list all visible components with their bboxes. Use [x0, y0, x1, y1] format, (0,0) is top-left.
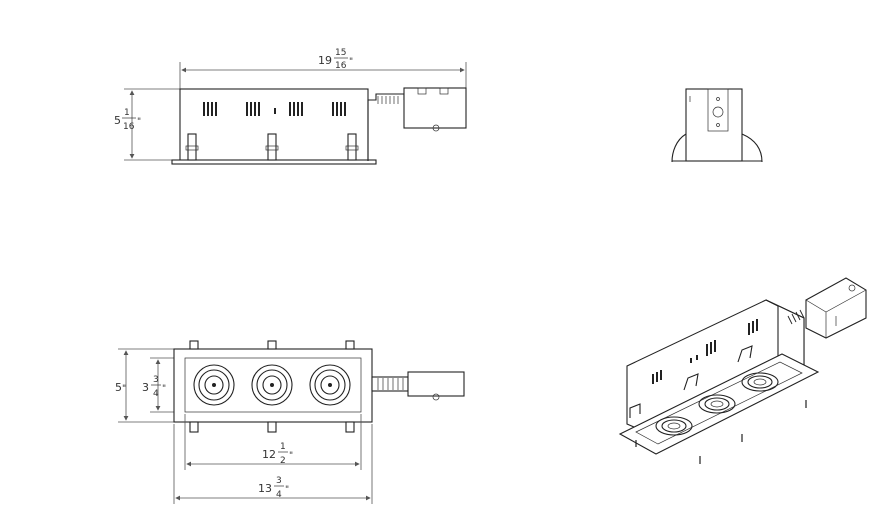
svg-text:": "	[289, 451, 293, 461]
svg-text:4: 4	[276, 490, 282, 500]
svg-text:4: 4	[153, 389, 159, 399]
svg-text:5: 5	[115, 381, 122, 394]
iso-lamp-3	[741, 372, 779, 392]
top-outer-height-label: 5 "	[115, 381, 126, 394]
svg-text:1: 1	[280, 442, 286, 452]
top-inner-height-label: 3 3 4 "	[142, 375, 166, 399]
svg-text:3: 3	[142, 381, 149, 394]
isometric-view	[618, 277, 867, 464]
lamp-module-2	[251, 364, 293, 406]
front-width-dimension-label: 19 15 16 "	[318, 48, 353, 71]
svg-text:13: 13	[258, 482, 272, 495]
svg-text:16: 16	[123, 122, 135, 132]
top-outer-width-label: 13 3 4 "	[258, 476, 289, 500]
svg-text:16: 16	[335, 61, 347, 71]
svg-text:": "	[122, 384, 126, 394]
svg-text:": "	[162, 384, 166, 394]
svg-text:12: 12	[262, 448, 276, 461]
lamp-module-1	[193, 364, 235, 406]
svg-text:2: 2	[280, 456, 286, 466]
side-elevation-view	[671, 88, 763, 163]
top-plan-view: 5 " 3 3 4 "	[115, 340, 465, 504]
front-elevation-view: 19 15 16 " 5 1 16 "	[114, 48, 467, 165]
iso-lamp-2	[698, 394, 736, 414]
svg-text:5: 5	[114, 114, 121, 127]
svg-text:3: 3	[276, 476, 282, 486]
svg-text:1: 1	[124, 108, 130, 118]
iso-lamp-1	[655, 416, 693, 436]
top-inner-width-label: 12 1 2 "	[262, 442, 293, 466]
svg-text:15: 15	[335, 48, 346, 58]
svg-text:19: 19	[318, 54, 332, 67]
svg-text:": "	[349, 57, 353, 67]
svg-text:3: 3	[153, 375, 159, 385]
svg-text:": "	[285, 485, 289, 495]
front-height-dimension-label: 5 1 16 "	[114, 108, 141, 132]
svg-text:": "	[137, 117, 141, 127]
lamp-module-3	[309, 364, 351, 406]
